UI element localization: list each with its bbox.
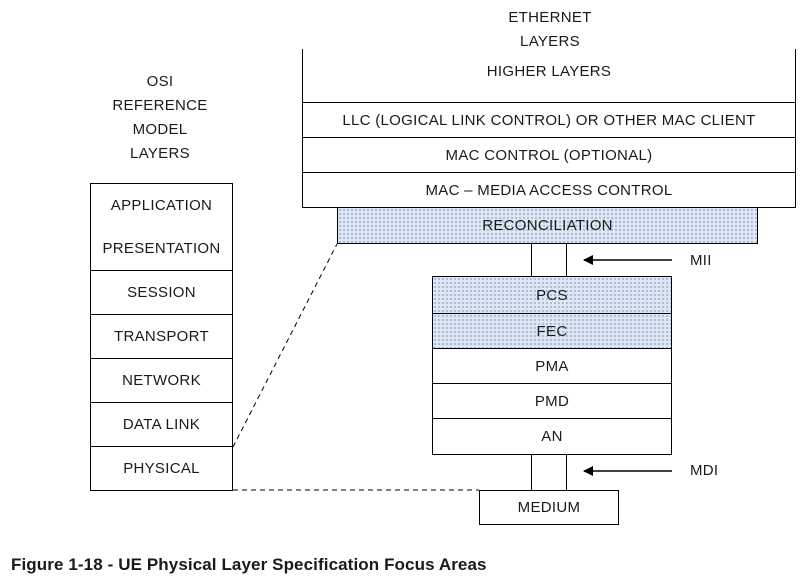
osi-layer-physical: PHYSICAL <box>90 447 233 491</box>
mii-connector <box>531 244 567 276</box>
medium-box: MEDIUM <box>479 490 619 525</box>
figure-caption: Figure 1-18 - UE Physical Layer Specific… <box>11 555 487 574</box>
ethernet-title-line-1: ETHERNET <box>508 9 592 26</box>
osi-title-line-1: OSI <box>146 73 174 90</box>
osi-layer-presentation: PRESENTATION <box>90 227 233 271</box>
osi-title-line-4: LAYERS <box>130 145 190 162</box>
osi-layer-session: SESSION <box>90 271 233 315</box>
reconciliation-layer: RECONCILIATION <box>337 208 758 244</box>
ethernet-title: ETHERNET LAYERS <box>470 6 630 54</box>
osi-title: OSI REFERENCE MODEL LAYERS <box>95 70 225 166</box>
pcs-layer: PCS <box>432 276 672 314</box>
mii-label: MII <box>690 252 712 269</box>
osi-layer-transport: TRANSPORT <box>90 315 233 359</box>
an-layer: AN <box>432 419 672 455</box>
mac-layer: MAC – MEDIA ACCESS CONTROL <box>302 173 796 208</box>
osi-layer-data-link: DATA LINK <box>90 403 233 447</box>
ethernet-title-line-2: LAYERS <box>520 33 580 50</box>
llc-layer: LLC (LOGICAL LINK CONTROL) OR OTHER MAC … <box>302 102 796 138</box>
osi-layer-application: APPLICATION <box>90 183 233 228</box>
pma-layer: PMA <box>432 349 672 384</box>
osi-layer-network: NETWORK <box>90 359 233 403</box>
fec-layer: FEC <box>432 314 672 349</box>
mac-control-layer: MAC CONTROL (OPTIONAL) <box>302 138 796 173</box>
osi-title-line-3: MODEL <box>132 121 188 138</box>
physical-to-reconciliation-dash <box>232 243 338 448</box>
pmd-layer: PMD <box>432 384 672 419</box>
osi-title-line-2: REFERENCE <box>112 97 208 114</box>
higher-layers-label: HIGHER LAYERS <box>486 63 612 80</box>
higher-layers-region: HIGHER LAYERS <box>302 49 796 102</box>
mdi-label: MDI <box>690 462 719 479</box>
mdi-connector <box>531 455 567 490</box>
